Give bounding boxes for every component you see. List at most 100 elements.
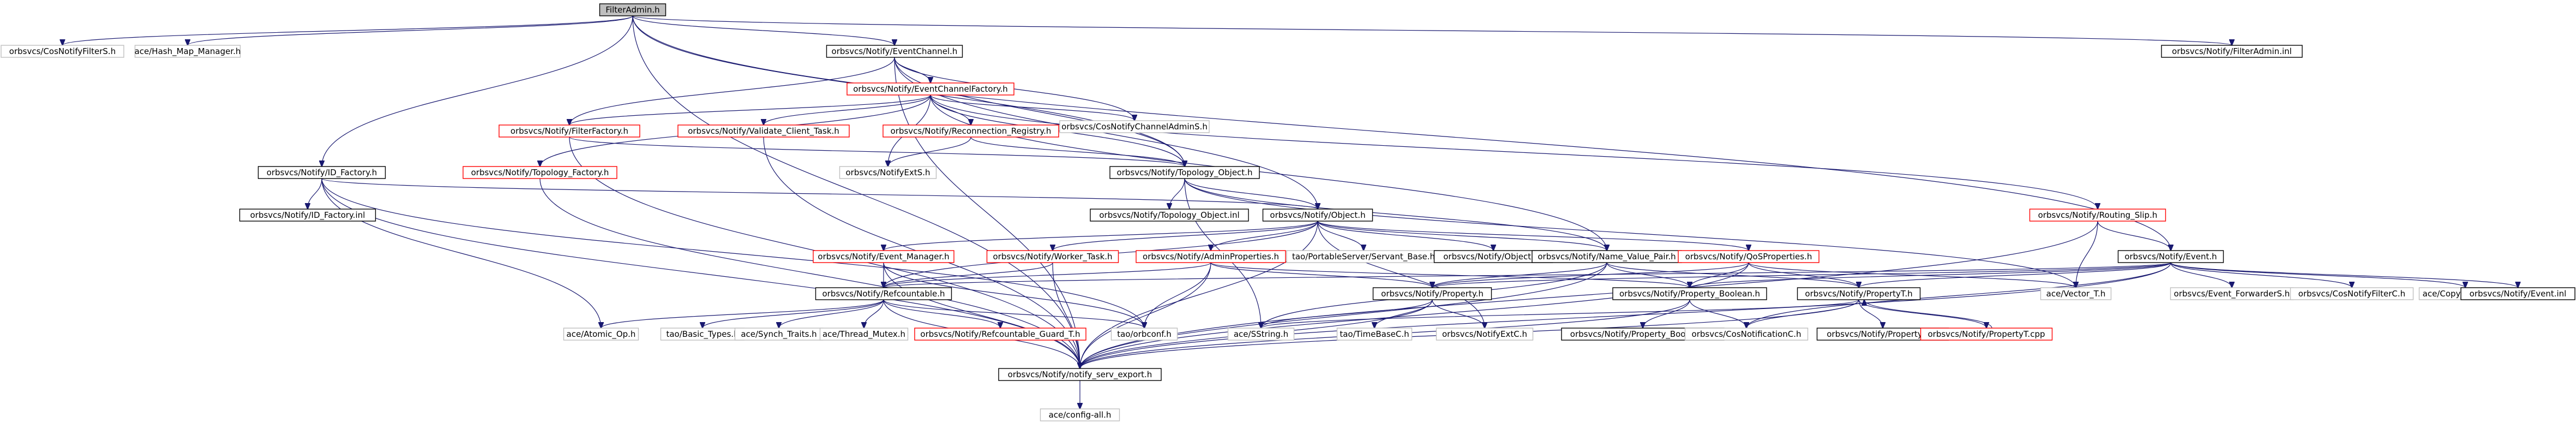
- node-label[interactable]: orbsvcs/Notify/ID_Factory.inl: [250, 210, 365, 221]
- dependency-edge: [2170, 262, 2518, 288]
- graph-node[interactable]: orbsvcs/Notify/Property.h: [1372, 287, 1492, 300]
- node-box: [2040, 287, 2112, 300]
- graph-node[interactable]: orbsvcs/Notify/Refcountable_Guard_T.h: [914, 328, 1086, 341]
- graph-node: orbsvcs/CosNotifyFilterC.h: [2290, 287, 2414, 300]
- dependency-edge: [1080, 221, 1318, 368]
- graph-node[interactable]: orbsvcs/Notify/FilterFactory.h: [499, 124, 640, 138]
- dependency-edge: [930, 94, 1607, 251]
- graph-node[interactable]: orbsvcs/Notify/Routing_Slip.h: [2029, 209, 2166, 222]
- node-label[interactable]: orbsvcs/Notify/Property_Boolean.h: [1619, 289, 1760, 299]
- dependency-edge: [601, 299, 884, 328]
- node-label[interactable]: FilterAdmin.h: [605, 5, 659, 15]
- dependency-edge: [1748, 262, 1859, 288]
- dependency-edge: [2076, 221, 2098, 288]
- dependency-edge: [1432, 262, 1607, 288]
- node-label[interactable]: orbsvcs/Notify/Topology_Object.h: [1117, 168, 1253, 178]
- node-label: tao/TimeBaseC.h: [1340, 329, 1409, 339]
- dependency-edge: [569, 136, 1185, 167]
- graph-node[interactable]: FilterAdmin.h: [599, 3, 666, 16]
- node-label[interactable]: orbsvcs/Notify/Name_Value_Pair.h: [1538, 252, 1676, 262]
- graph-node[interactable]: orbsvcs/Notify/Topology_Factory.h: [463, 166, 617, 179]
- node-label[interactable]: orbsvcs/Notify/Event.inl: [2470, 289, 2567, 299]
- graph-node[interactable]: orbsvcs/Notify/ID_Factory.inl: [239, 209, 376, 222]
- dependency-edge: [632, 15, 1080, 368]
- node-label[interactable]: orbsvcs/Notify/PropertyT.inl: [1827, 329, 1939, 339]
- dependency-edge: [764, 94, 931, 125]
- dependency-edge: [2170, 262, 2232, 288]
- node-label[interactable]: orbsvcs/Notify/QoSProperties.h: [1685, 252, 1812, 261]
- graph-node[interactable]: orbsvcs/Notify/Name_Value_Pair.h: [1532, 250, 1682, 263]
- node-box: [257, 166, 386, 179]
- node-box: [563, 328, 639, 341]
- graph-node[interactable]: orbsvcs/Notify/Event.inl: [2460, 287, 2575, 300]
- graph-node[interactable]: orbsvcs/Notify/notify_serv_export.h: [998, 368, 1162, 381]
- graph-node[interactable]: orbsvcs/Notify/Event_Manager.h: [813, 250, 954, 263]
- node-label[interactable]: orbsvcs/Notify/PropertyT.h: [1805, 289, 1912, 299]
- node-label[interactable]: orbsvcs/Notify/Refcountable.h: [822, 289, 945, 299]
- node-label[interactable]: orbsvcs/Notify/EventChannelFactory.h: [853, 84, 1008, 94]
- dependency-edge: [632, 15, 894, 45]
- dependency-edge: [1606, 262, 1690, 288]
- graph-node[interactable]: orbsvcs/Notify/Topology_Object.inl: [1090, 209, 1249, 222]
- graph-node[interactable]: orbsvcs/Notify/QoSProperties.h: [1678, 250, 1820, 263]
- graph-node[interactable]: orbsvcs/Notify/Worker_Task.h: [986, 250, 1119, 263]
- graph-node[interactable]: orbsvcs/Notify/FilterAdmin.inl: [2161, 45, 2303, 58]
- node-box: [839, 166, 937, 179]
- node-label[interactable]: orbsvcs/Notify/EventChannel.h: [832, 46, 958, 56]
- node-label[interactable]: orbsvcs/Notify/Routing_Slip.h: [2038, 210, 2158, 221]
- dependency-edge: [632, 15, 2171, 251]
- dependency-edge: [930, 94, 1134, 121]
- graph-node[interactable]: orbsvcs/Notify/Refcountable.h: [815, 287, 952, 300]
- node-label[interactable]: orbsvcs/Notify/Object.h: [1270, 210, 1365, 220]
- node-label[interactable]: orbsvcs/Notify/ID_Factory.h: [267, 168, 377, 178]
- graph-node[interactable]: orbsvcs/Notify/PropertyT.inl: [1816, 328, 1949, 341]
- node-label[interactable]: orbsvcs/Notify/Event.h: [2124, 252, 2217, 261]
- graph-node[interactable]: orbsvcs/Notify/Validate_Client_Task.h: [677, 124, 850, 138]
- node-label[interactable]: orbsvcs/Notify/Reconnection_Registry.h: [891, 126, 1052, 136]
- node-box: [1110, 328, 1178, 341]
- graph-node[interactable]: orbsvcs/Notify/Topology_Object.h: [1109, 166, 1260, 179]
- node-label[interactable]: orbsvcs/Notify/Worker_Task.h: [993, 252, 1112, 262]
- graph-node: ace/Vector_T.h: [2040, 287, 2112, 300]
- graph-node[interactable]: orbsvcs/Notify/Object.h: [1262, 209, 1373, 222]
- node-box: [1797, 287, 1921, 300]
- graph-node[interactable]: orbsvcs/Notify/EventChannel.h: [826, 45, 963, 58]
- node-label[interactable]: orbsvcs/Notify/Validate_Client_Task.h: [688, 126, 839, 136]
- graph-node[interactable]: orbsvcs/Notify/Event.h: [2117, 250, 2224, 263]
- node-label[interactable]: orbsvcs/Notify/PropertyT.cpp: [1928, 329, 2045, 339]
- node-box: [813, 250, 954, 263]
- node-label[interactable]: orbsvcs/Notify/Property_Boolean.inl: [1570, 329, 1715, 340]
- graph-node: tao/TimeBaseC.h: [1336, 328, 1413, 341]
- node-box: [463, 166, 617, 179]
- dependency-edge: [884, 262, 1053, 288]
- node-label[interactable]: orbsvcs/Notify/AdminProperties.h: [1143, 252, 1279, 261]
- node-label[interactable]: orbsvcs/Notify/Refcountable_Guard_T.h: [920, 329, 1080, 340]
- graph-node[interactable]: orbsvcs/Notify/AdminProperties.h: [1136, 250, 1286, 263]
- dependency-edge: [888, 136, 971, 167]
- graph-node[interactable]: orbsvcs/Notify/ID_Factory.h: [257, 166, 386, 179]
- graph-node[interactable]: orbsvcs/Notify/Property_Boolean.h: [1612, 287, 1767, 300]
- node-label[interactable]: orbsvcs/Notify/Event_Manager.h: [818, 252, 949, 262]
- node-label[interactable]: orbsvcs/Notify/notify_serv_export.h: [1008, 370, 1152, 380]
- dependency-edge: [1080, 262, 1607, 368]
- graph-node[interactable]: orbsvcs/Notify/PropertyT.h: [1797, 287, 1921, 300]
- node-label[interactable]: orbsvcs/Notify/Property.h: [1381, 289, 1484, 299]
- node-label[interactable]: orbsvcs/Notify/Topology_Object.inl: [1099, 210, 1239, 221]
- node-box: [499, 124, 640, 138]
- node-label[interactable]: orbsvcs/Notify/FilterFactory.h: [511, 126, 628, 136]
- graph-node[interactable]: orbsvcs/Notify/EventChannelFactory.h: [846, 82, 1014, 96]
- dependency-edge: [894, 57, 930, 83]
- dependency-edge: [1317, 221, 1485, 328]
- node-label[interactable]: orbsvcs/Notify/Topology_Factory.h: [471, 168, 609, 178]
- dependency-edge: [1080, 262, 2171, 368]
- node-label[interactable]: orbsvcs/Notify/FilterAdmin.inl: [2172, 46, 2292, 56]
- graph-node[interactable]: orbsvcs/Notify/Property_Boolean.inl: [1561, 328, 1725, 341]
- dependency-edge: [1643, 299, 1690, 328]
- graph-node: tao/orbconf.h: [1110, 328, 1178, 341]
- node-label[interactable]: orbsvcs/Notify/Object.inl: [1443, 252, 1544, 261]
- graph-node[interactable]: orbsvcs/Notify/PropertyT.cpp: [1920, 328, 2053, 341]
- graph-node[interactable]: orbsvcs/Notify/Reconnection_Registry.h: [882, 124, 1059, 138]
- graph-node: orbsvcs/CosNotifyChannelAdminS.h: [1059, 120, 1210, 133]
